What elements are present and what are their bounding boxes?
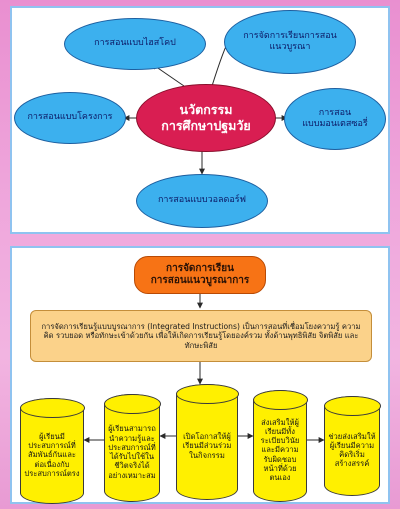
integrated-panel: การจัดการเรียน การสอนแนวบูรณาการ การจัดก… (10, 246, 390, 504)
integrated-description-text: การจัดการเรียนรู้แบบบูรณาการ (Integrated… (41, 321, 361, 350)
node-project-label: การสอนแบบโครงการ (27, 112, 113, 123)
benefit-item-1: ผู้เรียนมีประสบการณ์ที่สัมพันธ์กันและต่อ… (19, 397, 85, 504)
benefit-item-2: ผู้เรียนสามารถนำความรู้และประสบการณ์ที่ไ… (103, 393, 161, 502)
benefit-item-1-text: ผู้เรียนมีประสบการณ์ที่สัมพันธ์กันและต่อ… (24, 431, 80, 478)
integrated-connectors (83, 294, 325, 443)
benefit-item-3: เปิดโอกาสให้ผู้เรียนมีส่วนร่วมในกิจกรรม (175, 383, 239, 500)
mindmap-panel: การสอนแบบไฮสโคป การจัดการเรียนการสอน แนว… (10, 6, 390, 234)
integrated-description: การจัดการเรียนรู้แบบบูรณาการ (Integrated… (30, 310, 372, 362)
benefit-item-3-text: เปิดโอกาสให้ผู้เรียนมีส่วนร่วมในกิจกรรม (182, 432, 232, 460)
node-center-label: นวัตกรรม การศึกษาปฐมวัย (161, 102, 251, 133)
node-montessori-label: การสอน แบบมอนเตสซอรี่ (302, 107, 368, 129)
node-integrated: การจัดการเรียนการสอน แนวบูรณา (224, 10, 356, 74)
integrated-title-label: การจัดการเรียน การสอนแนวบูรณาการ (150, 262, 250, 287)
integrated-title: การจัดการเรียน การสอนแนวบูรณาการ (134, 256, 266, 294)
node-project: การสอนแบบโครงการ (14, 92, 126, 144)
node-integrated-label: การจัดการเรียนการสอน แนวบูรณา (243, 30, 337, 52)
node-waldorf-label: การสอนแบบวอลดอร์ฟ (157, 195, 247, 206)
node-waldorf: การสอนแบบวอลดอร์ฟ (136, 174, 268, 228)
benefit-item-5-text: ช่วยส่งเสริมให้ผู้เรียนมีความคิดริเริ่มส… (328, 431, 376, 469)
benefit-item-2-text: ผู้เรียนสามารถนำความรู้และประสบการณ์ที่ไ… (108, 424, 156, 480)
node-highscope: การสอนแบบไฮสโคป (64, 18, 206, 70)
node-center: นวัตกรรม การศึกษาปฐมวัย (136, 84, 276, 152)
benefit-item-4: ส่งเสริมให้ผู้เรียนมีทั้งระเบียบวินัยและ… (252, 389, 308, 502)
node-highscope-label: การสอนแบบไฮสโคป (94, 38, 176, 49)
benefit-item-5: ช่วยส่งเสริมให้ผู้เรียนมีความคิดริเริ่มส… (323, 395, 381, 496)
benefit-item-4-text: ส่งเสริมให้ผู้เรียนมีทั้งระเบียบวินัยและ… (260, 417, 300, 483)
node-montessori: การสอน แบบมอนเตสซอรี่ (284, 88, 386, 150)
